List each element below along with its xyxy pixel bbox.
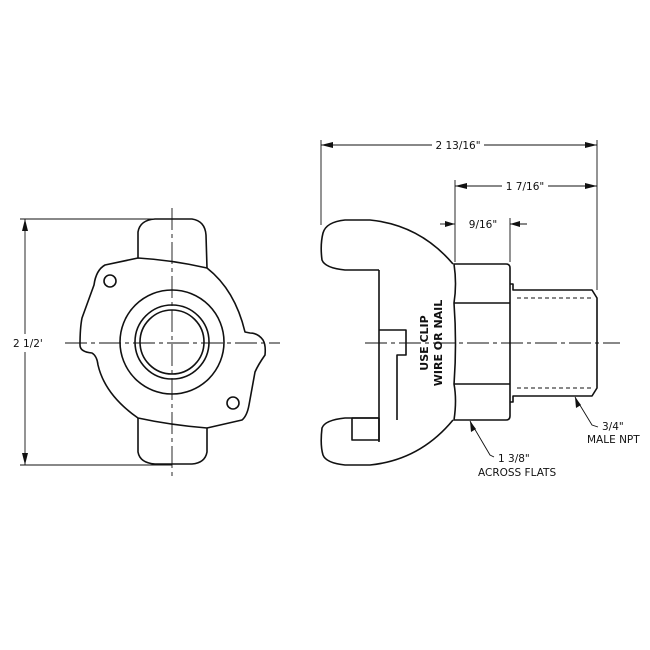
arrowhead (22, 453, 28, 465)
arrowhead (575, 397, 581, 408)
side-bottom-lug (320, 417, 454, 466)
front-view: 2 1/2' (12, 208, 280, 478)
key-block-upper (379, 329, 407, 420)
across-flats-leader (469, 420, 495, 458)
arrowhead (585, 142, 597, 148)
arrowhead (470, 421, 476, 432)
hex-to-end-label: 1 7/16" (506, 181, 544, 193)
across-flats-value: 1 3/8" (498, 453, 530, 465)
front-top-lug (137, 218, 208, 269)
across-flats-label: ACROSS FLATS (478, 467, 556, 479)
key-block-lower (351, 417, 380, 441)
arrowhead (510, 221, 520, 227)
front-bottom-lug (137, 418, 208, 465)
embossed-text: USE CLIP WIRE OR NAIL (418, 300, 445, 387)
male-npt-thread (510, 283, 598, 403)
thread-leader (574, 396, 599, 428)
front-body-outline (79, 257, 267, 429)
bolt-hole-upper (103, 274, 117, 288)
hex-width-label: 9/16" (469, 219, 497, 231)
arrowhead (585, 183, 597, 189)
height-dimension-label: 2 1/2' (13, 338, 43, 350)
bolt-hole-lower (226, 396, 240, 410)
arrowhead (445, 221, 455, 227)
arrowhead (455, 183, 467, 189)
overall-length-label: 2 13/16" (435, 140, 480, 152)
embossed-line-2: WIRE OR NAIL (432, 300, 445, 387)
embossed-line-1: USE CLIP (418, 315, 431, 370)
thread-size-label: 3/4" (602, 421, 624, 433)
side-view: USE CLIP WIRE OR NAIL 2 13/16" 1 7/16" 9… (320, 140, 640, 479)
hex-body (453, 263, 511, 421)
side-top-lug (320, 219, 454, 271)
thread-type-label: MALE NPT (587, 434, 640, 446)
arrowhead (22, 219, 28, 231)
arrowhead (321, 142, 333, 148)
